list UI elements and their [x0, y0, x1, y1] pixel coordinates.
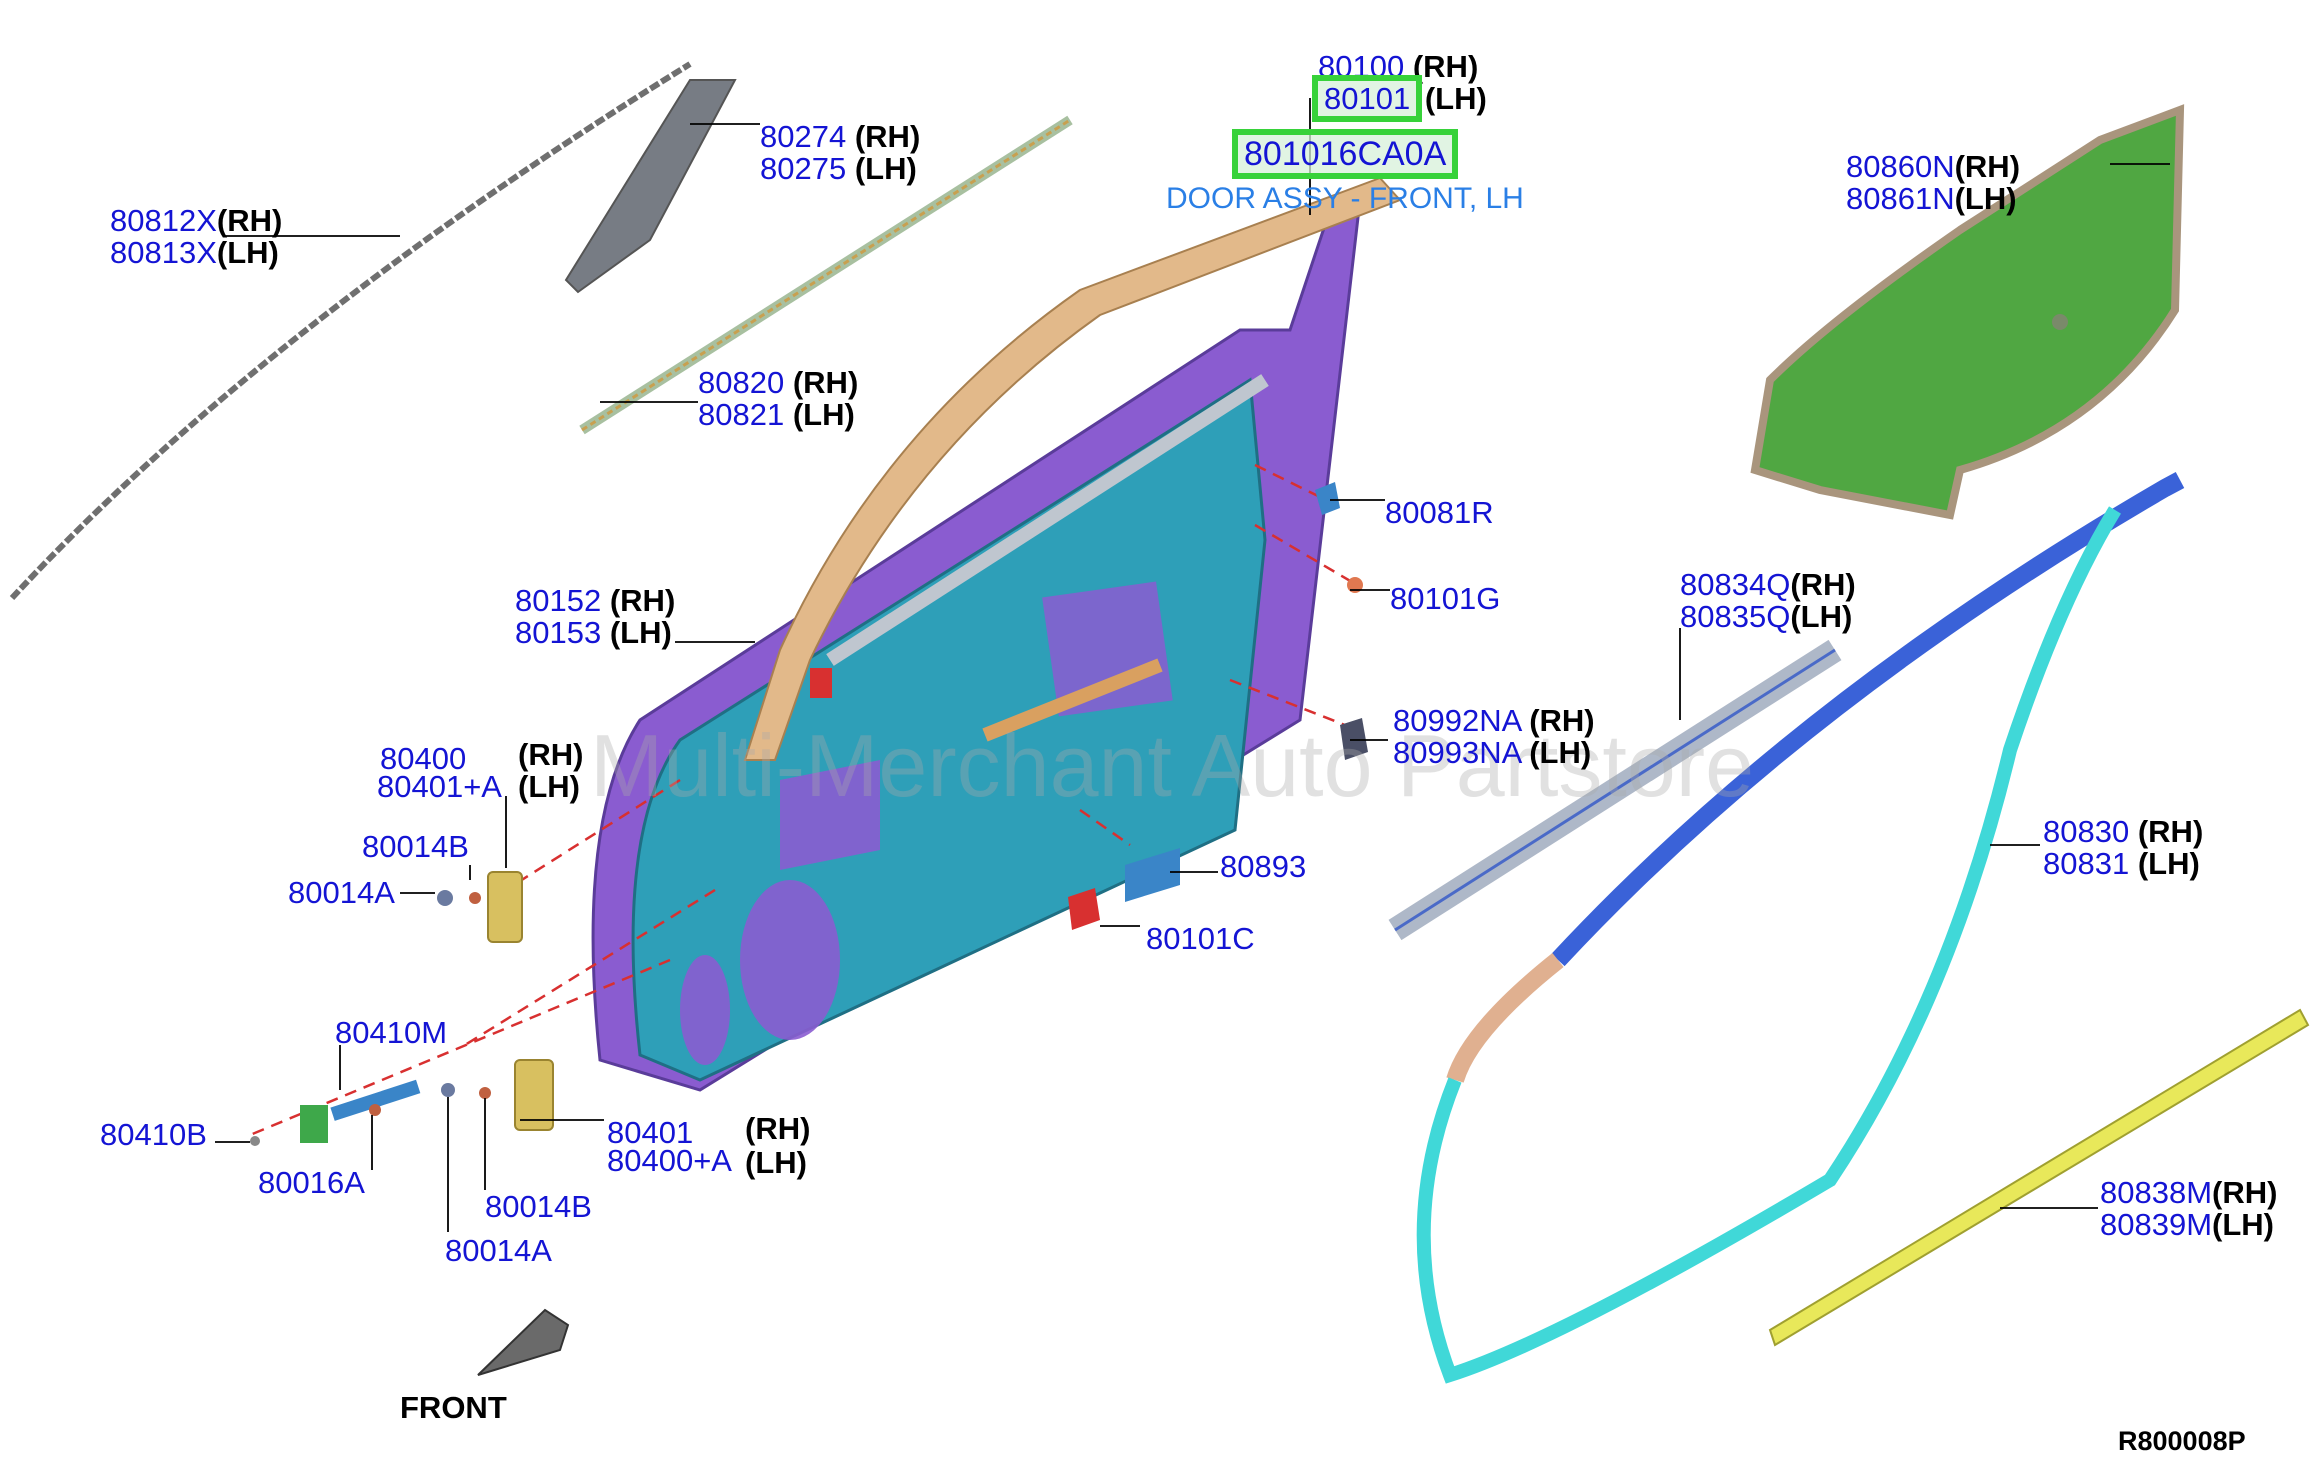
- plug-80101G-part[interactable]: [1347, 577, 1363, 593]
- callout-80831[interactable]: 80831 (LH): [2043, 846, 2200, 881]
- callout-80835Q[interactable]: 80835Q(LH): [1680, 599, 1853, 634]
- callout-80830[interactable]: 80830 (RH): [2043, 814, 2204, 849]
- callout-80410M[interactable]: 80410M: [335, 1015, 448, 1050]
- callout-80839M[interactable]: 80839M(LH): [2100, 1207, 2275, 1242]
- callout-80014A-top[interactable]: 80014A: [288, 875, 395, 910]
- door-trim-panel[interactable]: [1750, 104, 2185, 520]
- callout-80893[interactable]: 80893: [1220, 849, 1307, 884]
- callout-80014B-top[interactable]: 80014B: [362, 829, 469, 864]
- callout-80992NA[interactable]: 80992NA (RH): [1393, 703, 1595, 738]
- pad-80893-part[interactable]: [1125, 848, 1180, 902]
- callout-80401[interactable]: 80401: [607, 1115, 694, 1150]
- side-rh-80401: (RH): [745, 1111, 811, 1146]
- sill-strip-part[interactable]: [1768, 1008, 2310, 1347]
- callout-80014B-bottom[interactable]: 80014B: [485, 1189, 592, 1224]
- callout-80821[interactable]: 80821 (LH): [698, 397, 855, 432]
- callout-full-part-number[interactable]: 801016CA0A: [1231, 129, 1459, 179]
- callout-80861N[interactable]: 80861N(LH): [1846, 181, 2017, 216]
- callout-80834Q[interactable]: 80834Q(RH): [1680, 567, 1856, 602]
- callout-80100[interactable]: 80100 (RH): [1318, 49, 1479, 84]
- callout-80410B[interactable]: 80410B: [100, 1117, 207, 1152]
- roof-molding-part[interactable]: [9, 61, 692, 601]
- door-sash-part[interactable]: [743, 176, 1402, 761]
- callout-80101G[interactable]: 80101G: [1390, 581, 1501, 616]
- hinge-upper-part[interactable]: [487, 871, 523, 943]
- callout-80812X[interactable]: 80812X(RH): [110, 203, 283, 238]
- callout-80838M[interactable]: 80838M(RH): [2100, 1175, 2278, 1210]
- callout-80820[interactable]: 80820 (RH): [698, 365, 859, 400]
- front-arrow-icon: [477, 1308, 570, 1376]
- front-direction-label: FRONT: [400, 1390, 507, 1425]
- side-lh-80400A: (LH): [745, 1145, 807, 1180]
- callout-80016A[interactable]: 80016A: [258, 1165, 365, 1200]
- side-rh-80400: (RH): [518, 737, 584, 772]
- callout-80993NA[interactable]: 80993NA (LH): [1393, 735, 1592, 770]
- watermark-text: Multi-Merchant Auto Partstore: [590, 716, 1755, 815]
- callout-80081R[interactable]: 80081R: [1385, 495, 1494, 530]
- callout-80101[interactable]: 80101 (LH): [1311, 75, 1487, 122]
- callout-80275[interactable]: 80275 (LH): [760, 151, 917, 186]
- callout-80860N[interactable]: 80860N(RH): [1846, 149, 2021, 184]
- pad-80101C-part[interactable]: [1068, 888, 1100, 930]
- clip-80081R-part[interactable]: [1315, 482, 1340, 515]
- hinge-lower-part[interactable]: [514, 1059, 554, 1131]
- highlighted-part-80101[interactable]: 80101: [1311, 75, 1423, 122]
- callout-80014A-bottom[interactable]: 80014A: [445, 1233, 552, 1268]
- door-assembly-description: DOOR ASSY - FRONT, LH: [1166, 182, 1524, 215]
- weatherstrip-part[interactable]: [1551, 472, 2185, 967]
- callout-80274[interactable]: 80274 (RH): [760, 119, 921, 154]
- bracket-80992NA-part[interactable]: [1340, 718, 1368, 760]
- door-check-part[interactable]: [330, 1079, 421, 1121]
- callout-80101C[interactable]: 80101C: [1146, 921, 1255, 956]
- callout-80401A[interactable]: 80401+A: [377, 769, 502, 804]
- callout-80152[interactable]: 80152 (RH): [515, 583, 676, 618]
- diagram-code: R800008P: [2118, 1426, 2246, 1456]
- callout-80813X[interactable]: 80813X(LH): [110, 235, 279, 270]
- side-lh-80401A: (LH): [518, 769, 580, 804]
- callout-80400[interactable]: 80400: [380, 741, 467, 776]
- highlighted-part-801016CA0A[interactable]: 801016CA0A: [1231, 129, 1459, 179]
- callout-80400A[interactable]: 80400+A: [607, 1143, 732, 1178]
- callout-80153[interactable]: 80153 (LH): [515, 615, 672, 650]
- pillar-garnish-part[interactable]: [564, 79, 737, 294]
